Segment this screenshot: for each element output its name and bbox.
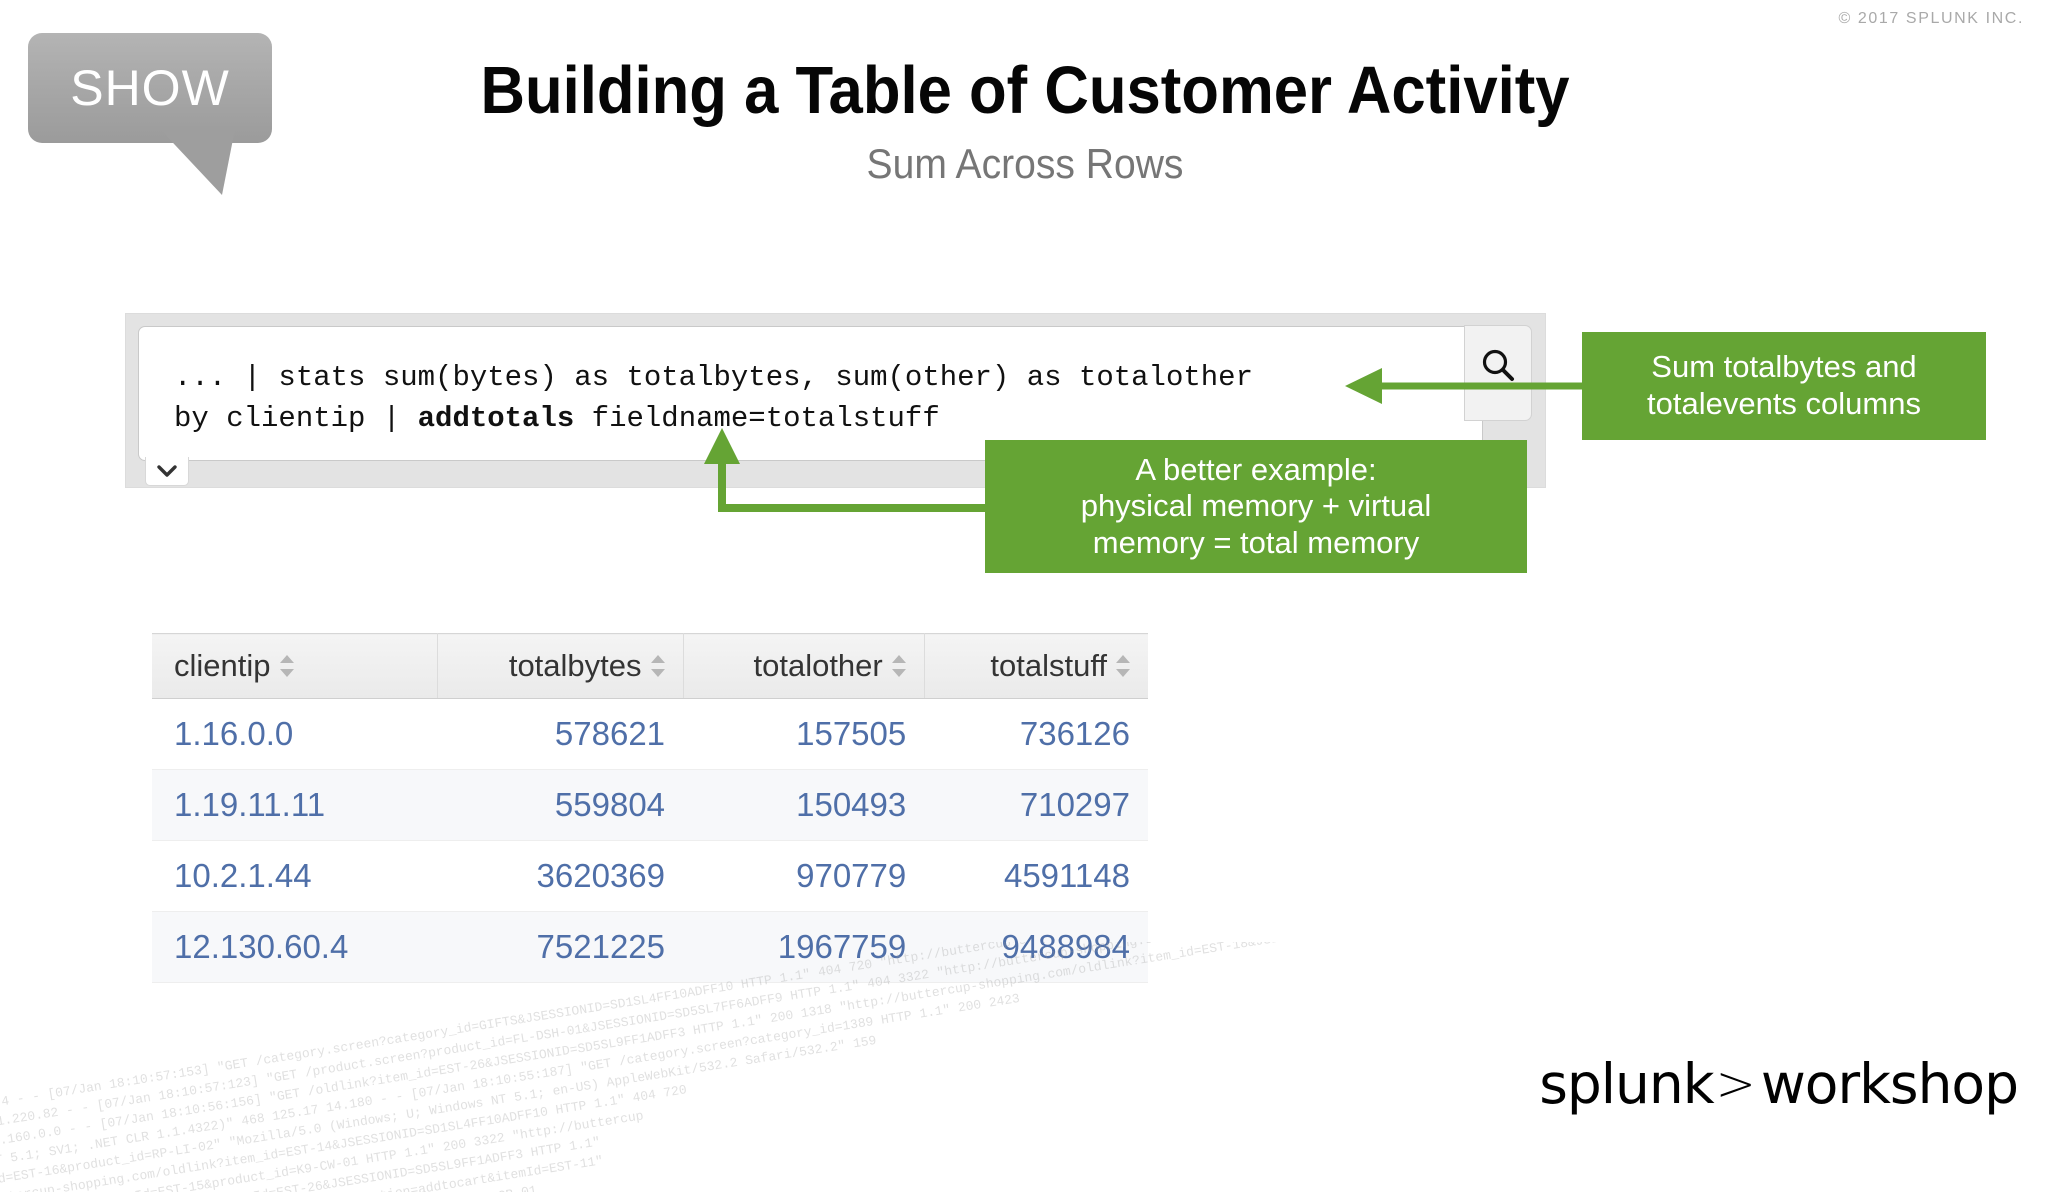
chevron-down-icon	[157, 465, 177, 477]
column-header-totalbytes[interactable]: totalbytes	[437, 633, 684, 699]
cell-totalstuff: 9488984	[924, 911, 1148, 983]
sort-icon[interactable]	[650, 653, 665, 679]
table-row: 1.19.11.11 559804 150493 710297	[152, 769, 1148, 841]
log-line: opping.com/cart.do?action=remove&itemId=…	[0, 1134, 602, 1192]
page-subtitle: Sum Across Rows	[866, 140, 1184, 187]
cell-totalother: 970779	[683, 840, 925, 912]
search-icon	[1482, 349, 1514, 381]
copyright-notice: © 2017 SPLUNK INC.	[1838, 10, 2024, 27]
column-header-label: totalbytes	[508, 648, 642, 683]
search-expand-toggle[interactable]	[145, 457, 189, 486]
cell-clientip: 10.2.1.44	[152, 840, 438, 912]
cell-totalother: 157505	[683, 698, 925, 770]
table-row: 10.2.1.44 3620369 970779 4591148	[152, 840, 1148, 912]
cell-clientip: 1.19.11.11	[152, 769, 438, 841]
cell-totalbytes: 559804	[437, 769, 684, 841]
callout-sum-columns: Sum totalbytes and totalevents columns	[1582, 332, 1986, 440]
speech-bubble-shape	[28, 33, 272, 143]
callout-right-line-1: Sum totalbytes and	[1651, 349, 1917, 385]
speech-bubble-tail-icon	[160, 129, 235, 195]
cell-totalbytes: 578621	[437, 698, 684, 770]
cell-totalother: 1967759	[683, 911, 925, 983]
query-line-2-prefix: by clientip |	[174, 402, 418, 435]
cell-clientip: 1.16.0.0	[152, 698, 438, 770]
logo-chevron-icon: >	[1715, 1056, 1756, 1112]
cell-totalother: 150493	[683, 769, 925, 841]
callout-lower-line-1: A better example:	[1135, 451, 1377, 487]
log-line: utter.com/cart.do?action=changequantity&…	[0, 994, 1440, 1192]
callout-right-line-2: totalevents columns	[1647, 386, 1921, 421]
column-header-label: clientip	[174, 648, 271, 683]
sort-icon[interactable]	[891, 653, 906, 679]
query-command-addtotals: addtotals	[417, 402, 575, 435]
column-header-label: totalother	[753, 648, 883, 683]
column-header-totalstuff[interactable]: totalstuff	[924, 633, 1148, 699]
cell-totalstuff: 736126	[924, 698, 1148, 770]
show-badge-label: SHOW	[70, 60, 230, 116]
logo-workshop-text: workshop	[1760, 1052, 2019, 1116]
column-header-label: totalstuff	[990, 648, 1107, 683]
column-header-clientip[interactable]: clientip	[152, 633, 438, 699]
table-row: 1.16.0.0 578621 157505 736126	[152, 698, 1148, 770]
search-submit-button[interactable]	[1464, 325, 1532, 421]
results-table: clientip totalbytes totalother totalstuf…	[152, 633, 1148, 983]
sort-icon[interactable]	[1116, 653, 1130, 679]
cell-totalstuff: 710297	[924, 769, 1148, 841]
callout-better-example: A better example: physical memory + virt…	[985, 440, 1527, 573]
callout-lower-line-3: memory = total memory	[1092, 524, 1420, 560]
callout-lower-line-2: physical memory + virtual	[1080, 488, 1432, 524]
search-query-text: ... | stats sum(bytes) as totalbytes, su…	[174, 357, 1444, 439]
cell-clientip: 12.130.60.4	[152, 911, 438, 983]
column-header-totalother[interactable]: totalother	[683, 633, 925, 699]
page-title: Building a Table of Customer Activity	[480, 53, 1570, 128]
query-line-1: ... | stats sum(bytes) as totalbytes, su…	[174, 361, 1253, 394]
logo-splunk-text: splunk	[1539, 1052, 1714, 1116]
cell-totalstuff: 4591148	[924, 840, 1148, 912]
sort-icon[interactable]	[279, 653, 294, 679]
table-header-row: clientip totalbytes totalother totalstuf…	[152, 633, 1148, 699]
splunk-workshop-logo: splunk > workshop	[1539, 1052, 2019, 1116]
cell-totalbytes: 3620369	[437, 840, 684, 912]
cell-totalbytes: 7521225	[437, 911, 684, 983]
table-row: 12.130.60.4 7521225 1967759 9488984	[152, 911, 1148, 983]
log-line: /butter 0 > - [07/Jan 18:10:54:122] "POS…	[0, 975, 1440, 1192]
query-line-2-suffix: fieldname=totalstuff	[574, 402, 940, 435]
show-badge: SHOW	[28, 33, 272, 195]
